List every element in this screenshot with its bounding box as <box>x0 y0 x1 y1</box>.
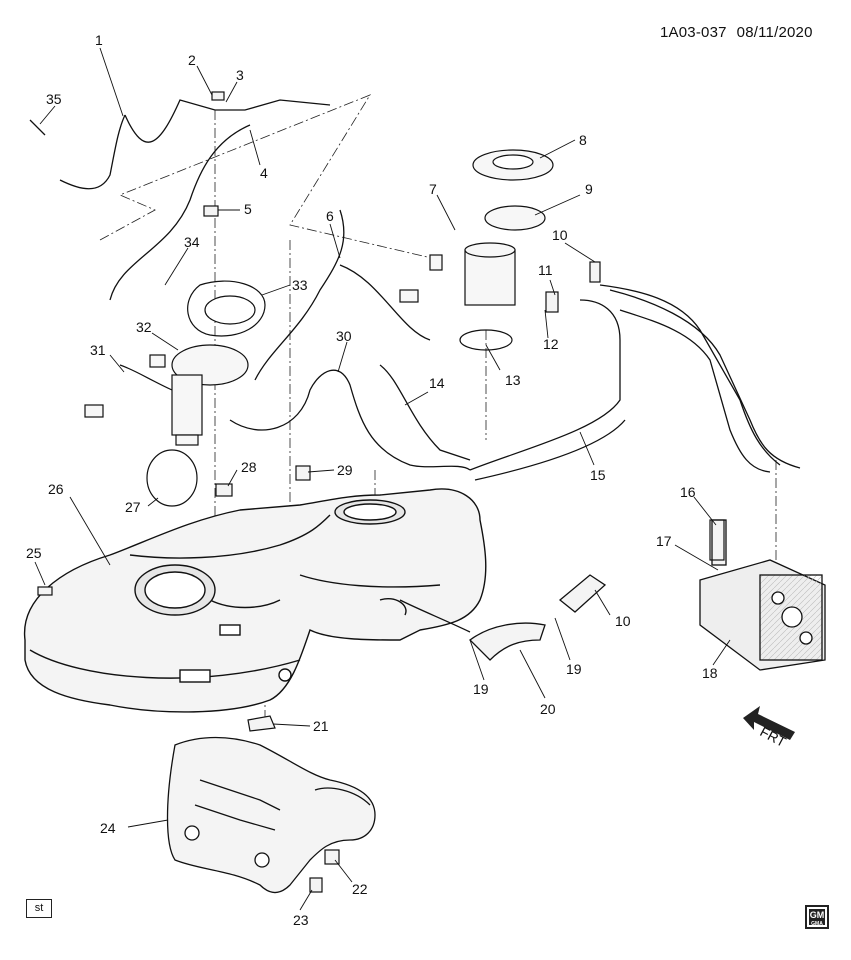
callout-35: 35 <box>46 91 62 107</box>
callout-1: 1 <box>95 32 103 48</box>
fuel-lines <box>29 99 801 481</box>
callout-numbers: 1 2 3 4 5 6 7 8 9 10 10 11 12 13 14 15 1… <box>26 32 718 928</box>
callout-11: 11 <box>538 262 553 278</box>
callout-5: 5 <box>244 201 252 217</box>
callout-29: 29 <box>337 462 353 478</box>
evap-canister <box>699 519 826 671</box>
callout-28: 28 <box>241 459 257 475</box>
callout-33: 33 <box>292 277 308 293</box>
callout-7: 7 <box>429 181 437 197</box>
callout-26: 26 <box>48 481 64 497</box>
callout-14: 14 <box>429 375 445 391</box>
callout-10-lower: 10 <box>615 613 631 629</box>
callout-32: 32 <box>136 319 152 335</box>
callout-10-upper: 10 <box>552 227 568 243</box>
callout-27: 27 <box>125 499 141 515</box>
callout-6: 6 <box>326 208 334 224</box>
callout-34: 34 <box>184 234 200 250</box>
callout-30: 30 <box>336 328 352 344</box>
diagram-date: 08/11/2020 <box>736 24 813 41</box>
callout-12: 12 <box>543 336 559 352</box>
front-direction-arrow: FRT <box>743 706 795 750</box>
callout-2: 2 <box>188 52 196 68</box>
callout-19-right: 19 <box>566 661 582 677</box>
callout-22: 22 <box>352 881 368 897</box>
callout-18: 18 <box>702 665 718 681</box>
diagram-header: 1A03-037 08/11/2020 <box>660 24 823 41</box>
callout-19-left: 19 <box>473 681 489 697</box>
filler-hose <box>399 574 607 661</box>
gm-logo: GM GMA <box>805 905 829 929</box>
callout-13: 13 <box>505 372 521 388</box>
st-badge: st <box>26 899 52 918</box>
heat-shield <box>166 736 376 894</box>
callout-16: 16 <box>680 484 696 500</box>
small-fittings <box>37 91 725 893</box>
callout-8: 8 <box>579 132 587 148</box>
callout-4: 4 <box>260 165 268 181</box>
callout-20: 20 <box>540 701 556 717</box>
gm-logo-text: GM <box>809 910 825 920</box>
callout-9: 9 <box>585 181 593 197</box>
callout-31: 31 <box>90 342 106 358</box>
callout-3: 3 <box>236 67 244 83</box>
diagram-code: 1A03-037 <box>660 24 727 41</box>
callout-21: 21 <box>313 718 329 734</box>
gm-logo-mark: GM GMA <box>809 909 825 927</box>
callout-15: 15 <box>590 467 606 483</box>
callout-23: 23 <box>293 912 309 928</box>
callout-24: 24 <box>100 820 116 836</box>
fuel-pump-module-right <box>399 149 554 351</box>
fuel-tank <box>23 488 487 713</box>
callout-25: 25 <box>26 545 42 561</box>
gm-logo-subtext: GMA <box>811 921 823 927</box>
fuel-pump-module-left <box>84 280 266 446</box>
callout-17: 17 <box>656 533 672 549</box>
callout-leaders <box>34 47 731 911</box>
